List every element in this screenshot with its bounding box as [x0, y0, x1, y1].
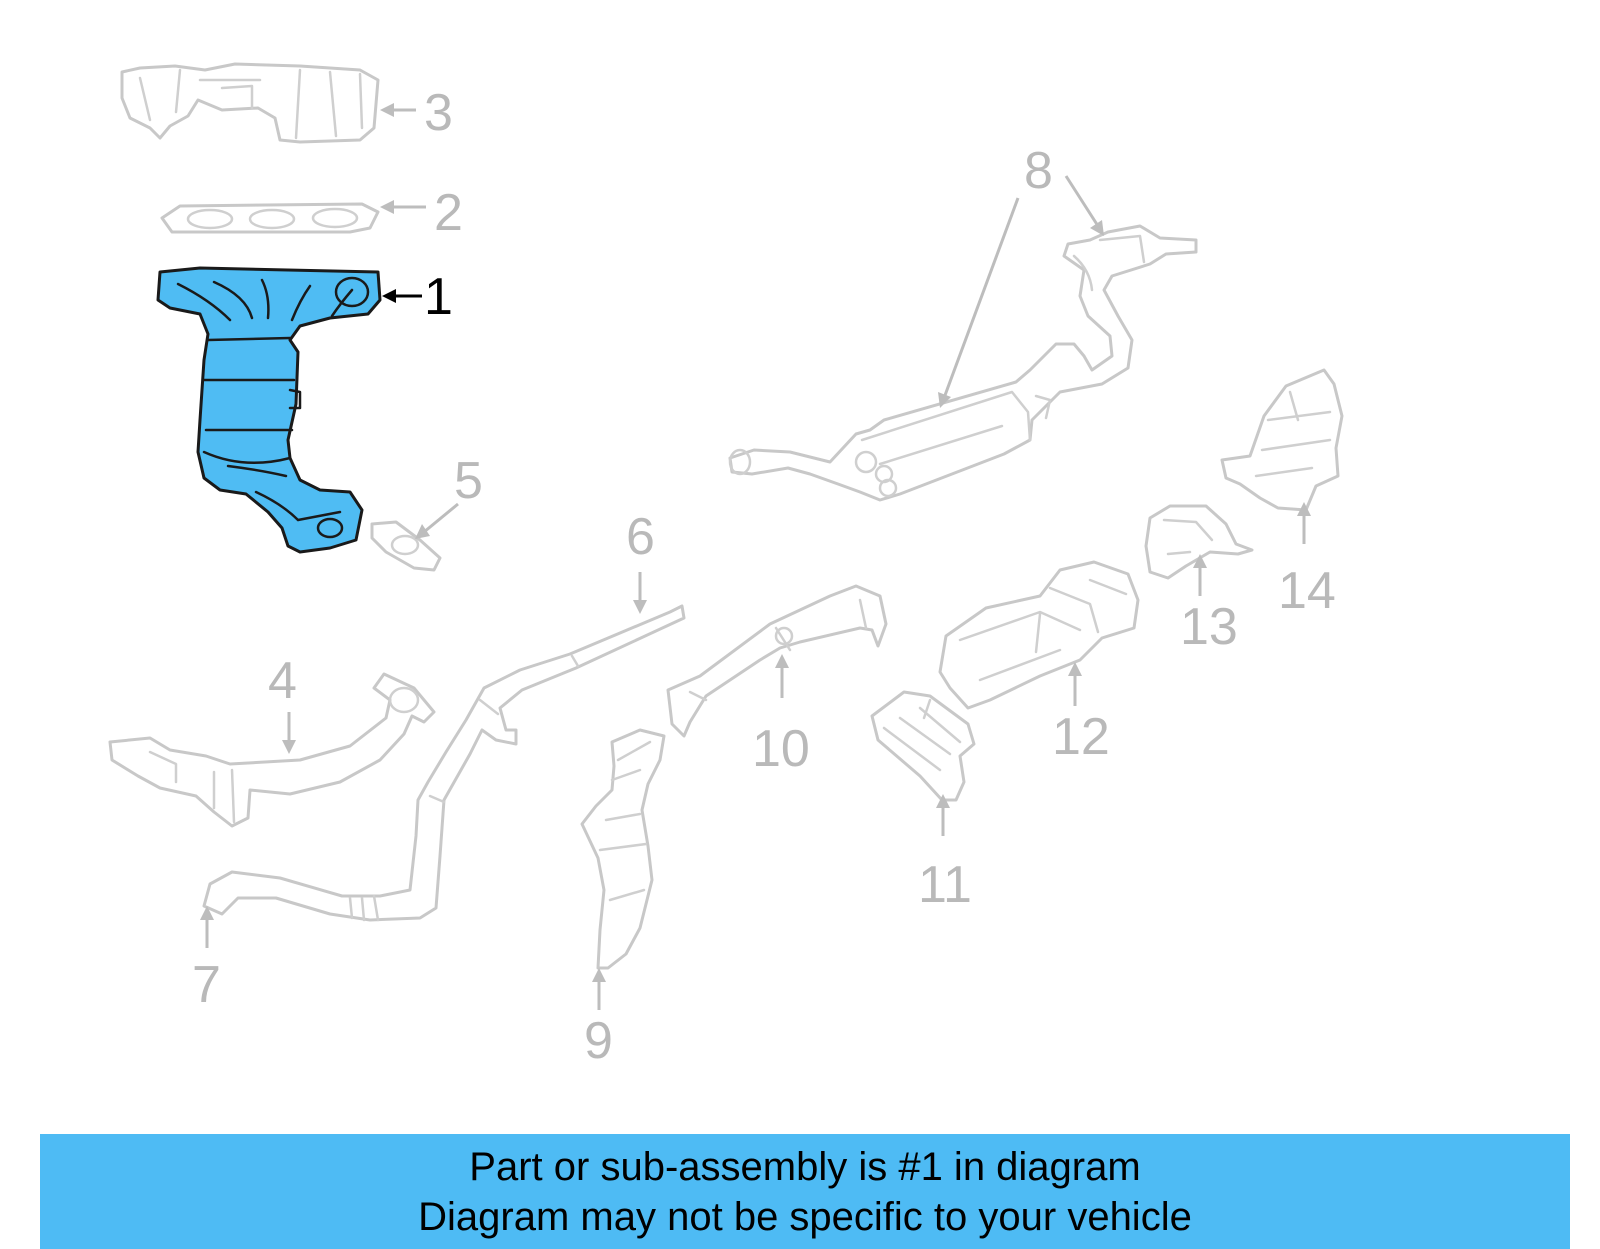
part-2-manifold-gasket[interactable]: [160, 202, 380, 234]
part-3-heat-shield[interactable]: [120, 62, 380, 144]
part-12-heat-shield[interactable]: [938, 560, 1140, 710]
callout-number-12[interactable]: 12: [1052, 708, 1110, 766]
callout-number-4[interactable]: 4: [268, 652, 297, 710]
callout-number-2[interactable]: 2: [434, 184, 463, 242]
part-4-front-pipe[interactable]: [108, 672, 436, 828]
callout-number-7[interactable]: 7: [192, 956, 221, 1014]
part-11-heat-shield[interactable]: [870, 690, 976, 802]
part-6-intermediate-pipe[interactable]: [202, 604, 686, 922]
part-13-heat-shield[interactable]: [1144, 504, 1254, 580]
callout-leaders: [200, 103, 1311, 1010]
callout-number-11[interactable]: 11: [918, 856, 972, 914]
part-8-muffler-assembly[interactable]: [728, 224, 1198, 502]
part-10-heat-shield[interactable]: [666, 584, 888, 738]
part-9-heat-shield[interactable]: [580, 728, 666, 970]
callout-number-5[interactable]: 5: [454, 452, 483, 510]
callout-number-1[interactable]: 1: [424, 268, 453, 326]
callout-number-6[interactable]: 6: [626, 508, 655, 566]
caption-line-part-reference: Part or sub-assembly is #1 in diagram: [469, 1144, 1141, 1189]
callout-numbers: 1 2 3 4 5 6 7 8 9 10 11 12 13 14: [192, 84, 1336, 1070]
part-14-heat-shield[interactable]: [1220, 368, 1344, 512]
part-5-flange-gasket[interactable]: [370, 520, 442, 572]
callout-number-10[interactable]: 10: [752, 720, 810, 778]
caption-banner: Part or sub-assembly is #1 in diagram Di…: [40, 1134, 1570, 1249]
callout-number-14[interactable]: 14: [1278, 562, 1336, 620]
callout-number-8[interactable]: 8: [1024, 142, 1053, 200]
callout-number-3[interactable]: 3: [424, 84, 453, 142]
caption-line-disclaimer: Diagram may not be specific to your vehi…: [418, 1194, 1192, 1239]
callout-number-9[interactable]: 9: [584, 1012, 613, 1070]
part-1-manifold-catalytic-converter[interactable]: [156, 266, 382, 554]
callout-number-13[interactable]: 13: [1180, 598, 1238, 656]
